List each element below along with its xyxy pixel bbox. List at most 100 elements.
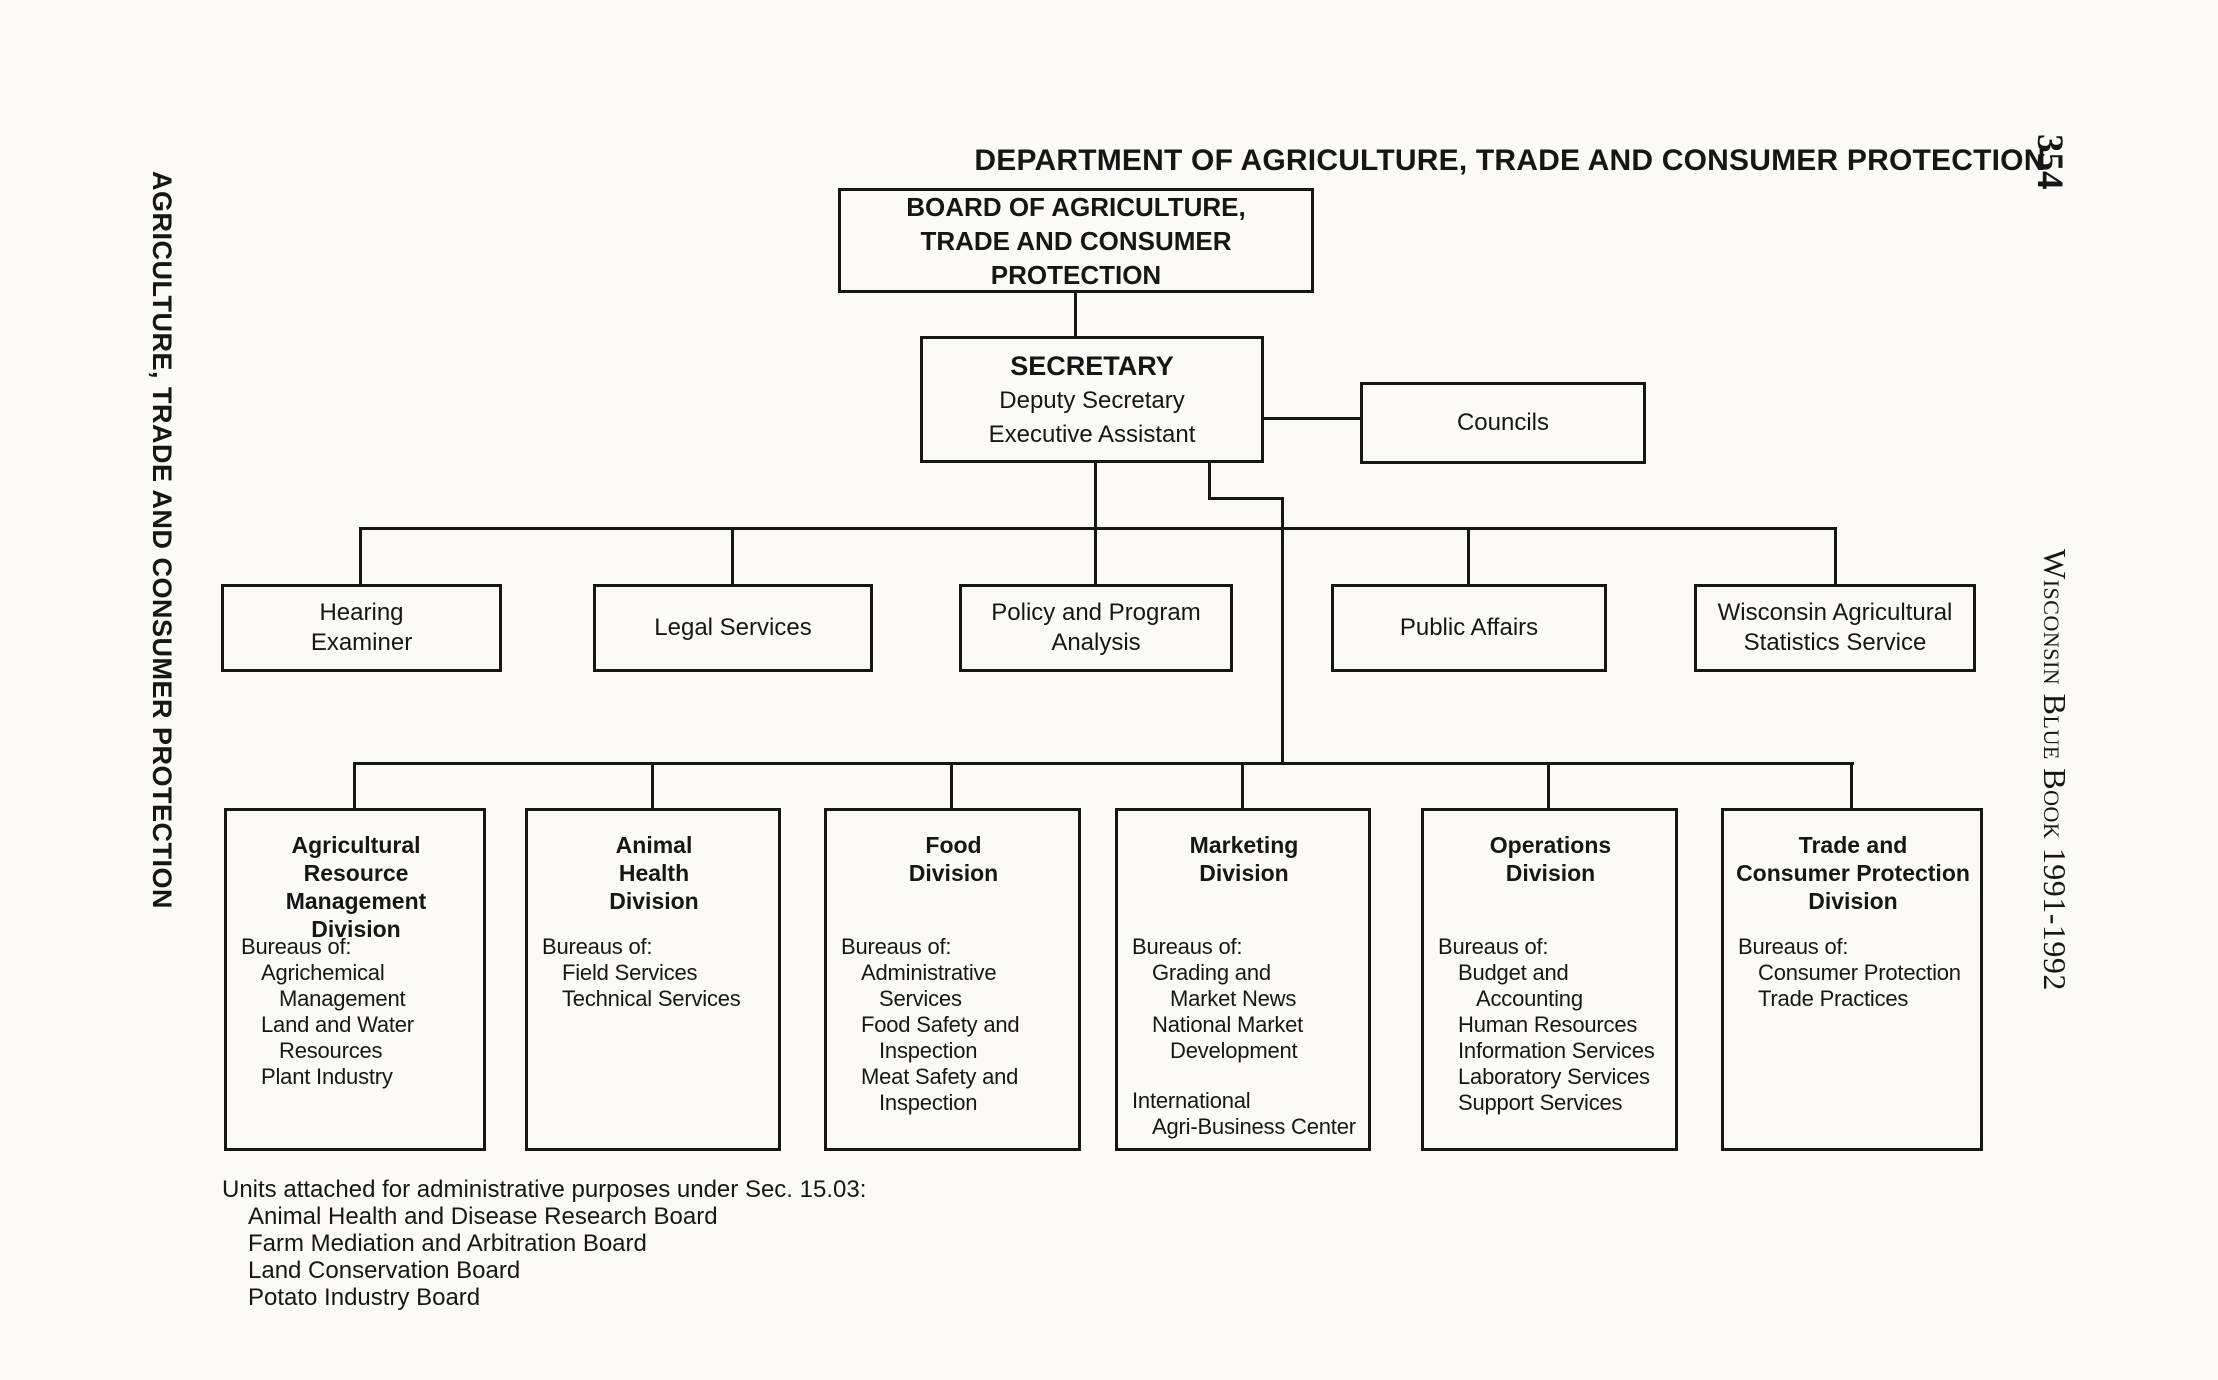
division-content-line: Agri-Business Center [1152, 1114, 1356, 1139]
division-title-line: Food [925, 832, 982, 858]
staff-office-label: Statistics Service [1743, 629, 1927, 656]
page-number: 354 [2029, 134, 2070, 190]
division-title-line: Operations [1489, 832, 1612, 858]
footnote-item: Animal Health and Disease Research Board [248, 1203, 718, 1230]
page-title: DEPARTMENT OF AGRICULTURE, TRADE AND CON… [974, 144, 2046, 177]
division-content-line: Agrichemical [261, 960, 385, 985]
councils-label: Councils [1456, 409, 1550, 436]
left-margin-label: AGRICULTURE, TRADE AND CONSUMER PROTECTI… [147, 171, 177, 909]
division-title-line: Animal [615, 832, 693, 858]
staff-office-label: Policy and Program [991, 599, 1201, 626]
division-content-line: Information Services [1458, 1038, 1655, 1063]
division-content-line: Bureaus of: [1132, 934, 1243, 959]
staff-drop-public-affairs [1467, 528, 1470, 586]
division-content-line: Trade Practices [1758, 986, 1909, 1011]
division-title-line: Division [1199, 860, 1289, 886]
division-content-line: Market News [1170, 986, 1297, 1011]
secretary-box: SECRETARY Deputy Secretary Executive Ass… [920, 336, 1264, 463]
division-content-line: Field Services [562, 960, 698, 985]
division-content-line: Laboratory Services [1458, 1064, 1650, 1089]
division-title-line: Health [618, 860, 690, 886]
staff-office-label: Legal Services [654, 614, 812, 641]
board-box: BOARD OF AGRICULTURE, TRADE AND CONSUMER… [838, 188, 1314, 293]
division-content-line: Development [1170, 1038, 1298, 1063]
division-content-line: Land and Water [261, 1012, 414, 1037]
connector-secretary-divisions-step-v1 [1208, 461, 1211, 500]
footnote-heading: Units attached for administrative purpos… [222, 1176, 867, 1203]
division-content-line: Technical Services [562, 986, 741, 1011]
division-content-line: Food Safety and [861, 1012, 1020, 1037]
division-content-line: Bureaus of: [841, 934, 952, 959]
division-title-line: Division [311, 916, 401, 942]
division-content-spacer [1130, 1064, 1358, 1088]
division-content-line: Accounting [1476, 986, 1583, 1011]
division-title-line: Division [609, 888, 699, 914]
division-title-line: Trade and [1798, 832, 1908, 858]
footnote: Units attached for administrative purpos… [222, 1176, 866, 1311]
staff-drop-wi-ag-statistics [1834, 528, 1837, 586]
division-title-line: Division [908, 860, 999, 886]
division-drop-trade-consumer-protection [1850, 763, 1853, 810]
board-box-line: TRADE AND CONSUMER PROTECTION [920, 225, 1232, 290]
connector-secretary-divisions-step-v2 [1281, 497, 1284, 765]
division-content-line: Bureaus of: [542, 934, 653, 959]
footnote-item: Farm Mediation and Arbitration Board [248, 1230, 647, 1257]
division-content-line: Services [879, 986, 962, 1011]
staff-drop-hearing-examiner [359, 528, 362, 586]
staff-office-label: Examiner [310, 629, 413, 656]
division-title-line: Management [285, 888, 427, 914]
division-content-line: Management [279, 986, 406, 1011]
secretary-title: SECRETARY [1010, 350, 1174, 381]
secretary-staff-line: Executive Assistant [988, 420, 1196, 448]
division-content-line: Bureaus of: [1438, 934, 1549, 959]
division-drop-operations [1547, 763, 1550, 810]
division-drop-food [950, 763, 953, 810]
staff-office-label: Analysis [1051, 629, 1141, 656]
connector-secretary-divisions-step-h [1208, 497, 1284, 500]
division-title-line: Consumer Protection [1736, 860, 1970, 886]
division-content-line: Meat Safety and [861, 1064, 1019, 1089]
division-content-line: Consumer Protection [1758, 960, 1961, 985]
councils-box: Councils [1360, 382, 1646, 464]
secretary-staff-line: Deputy Secretary [999, 387, 1185, 414]
division-title-line: Division [1505, 860, 1596, 886]
division-content-line: Resources [279, 1038, 383, 1063]
divisions-row-line [353, 762, 1854, 765]
division-content-line: International [1132, 1088, 1251, 1113]
division-drop-animal-health [651, 763, 654, 810]
connector-secretary-staff-row [1094, 461, 1097, 586]
connector-secretary-councils [1264, 417, 1360, 420]
division-content-line: Bureaus of: [1738, 934, 1849, 959]
division-content-line: Budget and [1458, 960, 1569, 985]
right-margin-label: Wisconsin Blue Book 1991-1992 [2037, 549, 2073, 991]
division-title-line: Agricultural Resource [291, 832, 421, 886]
division-content-line: Administrative [861, 960, 997, 985]
division-content-line: National Market [1152, 1012, 1304, 1037]
division-content-line: Inspection [879, 1090, 978, 1115]
staff-office-label: Public Affairs [1399, 614, 1539, 641]
division-content-line: Plant Industry [261, 1064, 393, 1089]
staff-row-line [359, 527, 1837, 530]
staff-office-label: Hearing [319, 599, 404, 626]
division-title-line: Marketing [1189, 832, 1299, 858]
division-content-line: Inspection [879, 1038, 978, 1063]
division-title-line: Division [1808, 888, 1898, 914]
staff-office-box-legal-services: Legal Services [593, 584, 873, 672]
